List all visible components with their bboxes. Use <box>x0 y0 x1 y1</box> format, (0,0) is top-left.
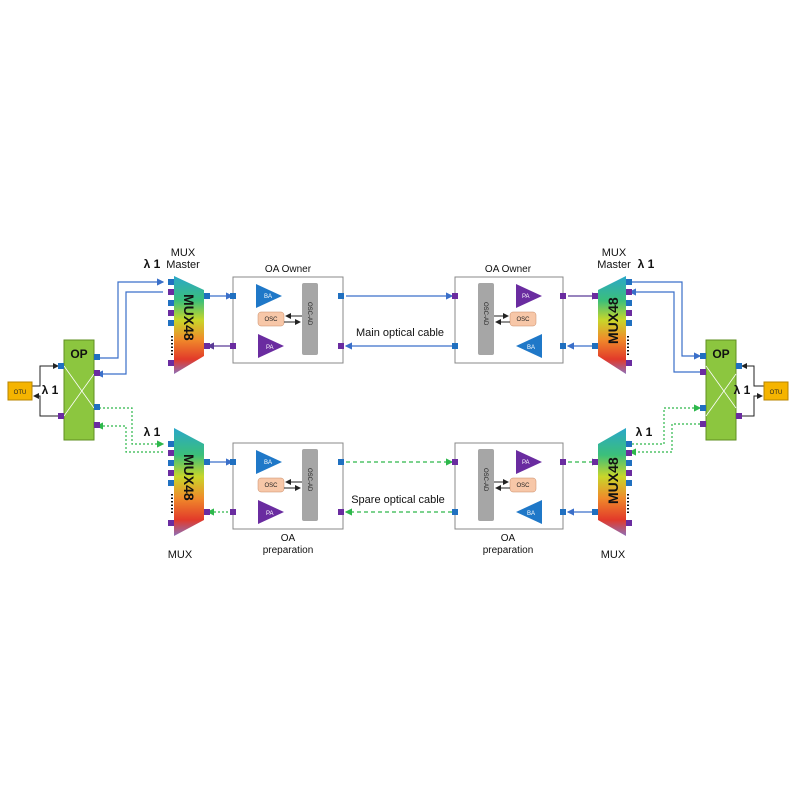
spare-cable-label: Spare optical cable <box>351 494 445 506</box>
svg-text:λ 1: λ 1 <box>636 425 653 439</box>
otu-left: OTU <box>7 381 33 401</box>
svg-text:OSC: OSC <box>264 483 278 489</box>
svg-text:MUX48: MUX48 <box>605 457 621 504</box>
svg-text:OA Owner: OA Owner <box>485 264 532 275</box>
svg-text:BA: BA <box>527 345 535 351</box>
svg-text:PA: PA <box>522 460 530 466</box>
svg-text:BA: BA <box>264 294 272 300</box>
svg-text:OP: OP <box>70 347 87 361</box>
mux-label: MUX <box>601 549 626 561</box>
svg-text:PA: PA <box>266 511 274 517</box>
mux-left: MUX48 MUX λ 1 <box>144 425 210 561</box>
svg-text:BA: BA <box>264 460 272 466</box>
svg-text:MUX48: MUX48 <box>181 454 197 501</box>
svg-text:OSC-AD: OSC-AD <box>482 468 488 492</box>
svg-text:BA: BA <box>527 511 535 517</box>
svg-text:OTU: OTU <box>14 390 27 396</box>
lambda-label: λ 1 <box>734 383 751 397</box>
svg-text:λ 1: λ 1 <box>144 257 161 271</box>
main-cable-label: Main optical cable <box>356 327 444 339</box>
svg-text:λ 1: λ 1 <box>144 425 161 439</box>
top-right-fibers <box>628 281 702 373</box>
bottom-left-fibers <box>95 407 165 453</box>
svg-text:MUX48: MUX48 <box>181 294 197 341</box>
svg-text:OA Owner: OA Owner <box>265 264 312 275</box>
svg-text:PA: PA <box>266 345 274 351</box>
op-right: OP λ 1 <box>700 339 751 441</box>
mux-label: MUX <box>168 549 193 561</box>
svg-text:PA: PA <box>522 294 530 300</box>
svg-text:OSC: OSC <box>516 483 530 489</box>
svg-text:OP: OP <box>712 347 729 361</box>
oa-owner-left: OA Owner BA PA OSC-AD OSC <box>230 264 344 364</box>
svg-text:OSC-AD: OSC-AD <box>306 468 312 492</box>
top-left-fibers <box>95 278 165 378</box>
svg-text:OSC: OSC <box>516 317 530 323</box>
otu-right: OTU <box>763 381 789 401</box>
mux-right: MUX48 MUX λ 1 <box>592 425 653 561</box>
bottom-right-fibers <box>628 404 702 456</box>
svg-text:OTU: OTU <box>770 390 783 396</box>
svg-text:OSC: OSC <box>264 317 278 323</box>
svg-text:MUX48: MUX48 <box>605 297 621 344</box>
otu-links <box>32 363 764 417</box>
svg-text:OSC-AD: OSC-AD <box>306 302 312 326</box>
oa-owner-right: OA Owner OSC-AD PA BA OSC <box>452 264 566 364</box>
lambda-label: λ 1 <box>42 383 59 397</box>
svg-text:λ 1: λ 1 <box>638 257 655 271</box>
op-left: OP λ 1 <box>42 339 100 441</box>
svg-text:OSC-AD: OSC-AD <box>482 302 488 326</box>
